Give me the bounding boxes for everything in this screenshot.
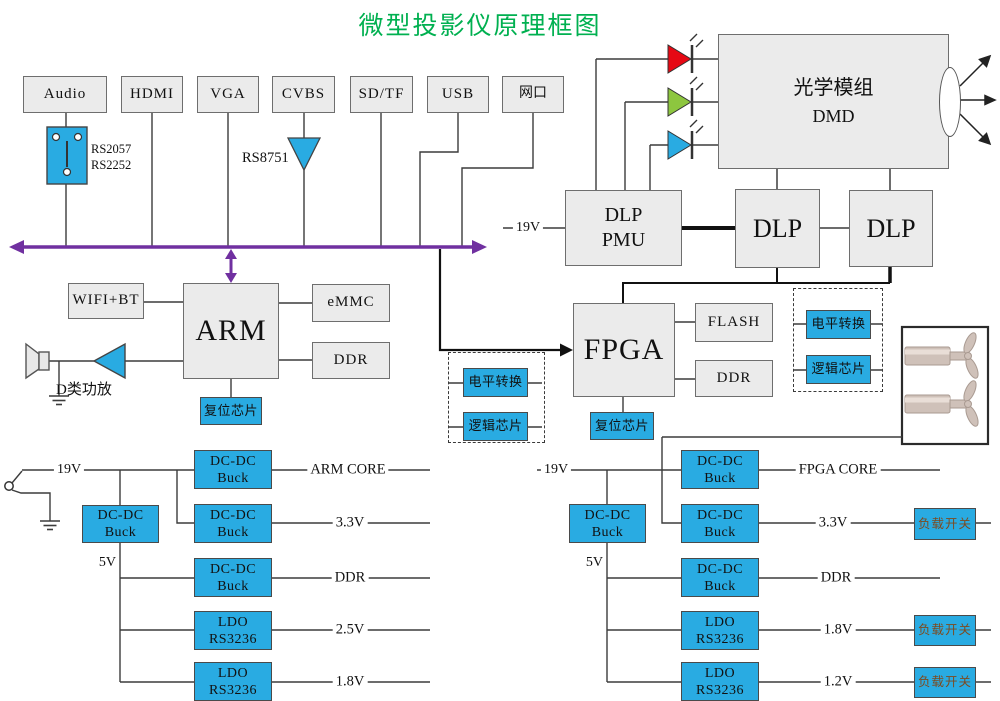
- flash-block: FLASH: [695, 303, 773, 342]
- dc-plug-icon: [4, 481, 14, 491]
- class-d-amp-label: D类功放: [56, 382, 112, 398]
- fpga-wires: [449, 321, 883, 428]
- speaker-icon: [25, 342, 50, 380]
- system-bus: [9, 240, 487, 283]
- dlp-to-fpga-wires: [622, 267, 892, 303]
- rail-label: DDR: [331, 569, 369, 587]
- bus-to-fpga-wire: [438, 249, 573, 357]
- port-usb: USB: [427, 76, 489, 113]
- port-sdtf: SD/TF: [350, 76, 413, 113]
- fan-icon: [904, 380, 979, 427]
- level-shift-group-left: [448, 352, 545, 443]
- fpga-reset-chip: 复位芯片: [590, 412, 654, 440]
- rail-label: DDR: [817, 569, 855, 587]
- dlp-wires: [503, 169, 891, 230]
- port-cvbs: CVBS: [272, 76, 335, 113]
- blue-led-icon: [649, 119, 718, 190]
- input-ground-icon: [40, 520, 60, 531]
- projection-arrows-icon: [958, 54, 997, 146]
- arm-reset-chip: 复位芯片: [200, 397, 262, 425]
- audio-jack-label-1: RS2057: [91, 142, 132, 156]
- port-lan: 网口: [502, 76, 564, 113]
- level-shift-right: 电平转换: [806, 310, 871, 339]
- fan-icon: [904, 332, 979, 379]
- arm-wires: [49, 301, 312, 397]
- port-wires: [65, 113, 534, 247]
- power-right-input-label: 19V: [540, 462, 572, 478]
- class-d-amp-icon: [92, 342, 126, 380]
- load-switch: 负载开关: [914, 508, 976, 540]
- load-switch: 负载开关: [914, 667, 976, 698]
- rail-label: 1.8V: [820, 621, 856, 639]
- cvbs-decoder-icon: [286, 137, 322, 172]
- dlp-block-a: DLP: [735, 189, 820, 268]
- logic-chip-right: 逻辑芯片: [806, 355, 871, 384]
- page-title: 微型投影仪原理框图: [358, 13, 602, 40]
- red-led-icon: [595, 33, 718, 190]
- speaker-ground-icon: [49, 395, 69, 406]
- level-shift-left: 电平转换: [463, 368, 528, 397]
- audio-jack-label-2: RS2252: [91, 158, 132, 172]
- logic-chip-left: 逻辑芯片: [463, 412, 528, 441]
- wifi-bt-block: WIFI+BT: [68, 283, 144, 319]
- power-left-input-label: 19V: [53, 462, 85, 478]
- arm-ddr-block: DDR: [312, 342, 390, 379]
- dlp-block-b: DLP: [849, 190, 933, 267]
- green-led-icon: [624, 76, 718, 190]
- port-audio: Audio: [23, 76, 107, 113]
- rail-label: 1.2V: [820, 673, 856, 691]
- audio-jack-icon: [46, 126, 88, 185]
- port-vga: VGA: [197, 76, 259, 113]
- load-switch: 负载开关: [914, 615, 976, 646]
- level-shift-group-right: [793, 288, 883, 392]
- emmc-block: eMMC: [312, 284, 390, 322]
- lens-icon: [939, 67, 961, 137]
- fan-box: [900, 325, 990, 446]
- rail-label: ARM CORE: [307, 461, 389, 479]
- rail-label: 2.5V: [332, 621, 368, 639]
- rail-label: 1.8V: [332, 673, 368, 691]
- rail-label: 3.3V: [332, 514, 368, 532]
- power-right-5v-label: 5V: [585, 555, 603, 570]
- power-left-5v-label: 5V: [98, 555, 116, 570]
- fpga-ddr-block: DDR: [695, 360, 773, 397]
- rail-label: 3.3V: [815, 514, 851, 532]
- cvbs-decoder-label: RS8751: [242, 150, 289, 166]
- rail-label: FPGA CORE: [795, 461, 881, 479]
- port-hdmi: HDMI: [121, 76, 183, 113]
- fpga-block: FPGA: [573, 303, 675, 397]
- arm-block: ARM: [183, 283, 279, 379]
- dlp-pmu-rail-label: 19V: [512, 220, 544, 236]
